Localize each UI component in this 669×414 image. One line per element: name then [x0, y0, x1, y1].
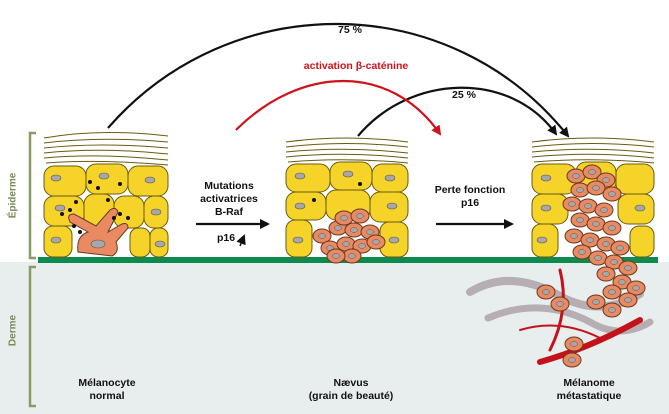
label-75-percent: 75 % [338, 24, 362, 36]
label-loss-p16: Perte fonction p16 [434, 184, 506, 209]
tumor-cell-nucleus [332, 253, 340, 259]
tumor-cell-nucleus [576, 217, 584, 223]
tumor-cell-nucleus [594, 255, 602, 261]
stratum-corneum [285, 137, 409, 164]
label-p16: p16 [216, 232, 236, 244]
tumor-cell-nucleus [608, 289, 616, 295]
arrow-75-percent [107, 22, 570, 138]
stage-naevus-label: Nævus (grain de beauté) [308, 377, 394, 402]
nuclei [536, 174, 646, 244]
tumor-cell-nucleus [350, 227, 358, 233]
dermis-label: Derme [7, 314, 19, 347]
tumor-cell-nucleus [334, 225, 342, 231]
p16-up-arrow [236, 234, 246, 247]
tumor-cell-nucleus [602, 241, 610, 247]
label-25-percent: 25 % [452, 89, 476, 101]
tumor-cell-nucleus [356, 213, 364, 219]
tumor-cell-nucleus [542, 289, 550, 295]
tumor-cell-nucleus [616, 245, 624, 251]
tumor-cell-nucleus [340, 215, 348, 221]
tumor-cell-nucleus [624, 297, 632, 303]
tumor-cell-nucleus [602, 271, 610, 277]
melanin-granules [60, 180, 130, 234]
tumor-cell-nucleus [568, 357, 576, 363]
epidermis-label: Épiderme [7, 172, 19, 219]
tumor-cell-nucleus [572, 173, 580, 179]
tumor-cell-nucleus [586, 237, 594, 243]
dermis-bracket [28, 265, 36, 408]
label-beta-catenin: activation β-caténine [303, 60, 409, 72]
stratum-corneum [531, 137, 655, 164]
tumor-cell-nucleus [608, 191, 616, 197]
tumor-cell-nucleus [556, 301, 564, 307]
tumor-cell-nucleus [610, 259, 618, 265]
stage-normal-label: Mélanocyte normal [78, 377, 136, 402]
tumor-cell-nucleus [568, 201, 576, 207]
tumor-cell-nucleus [584, 203, 592, 209]
tumor-cell-nucleus [570, 341, 578, 347]
stage-melanoma-label: Mélanome métastatique [556, 377, 622, 402]
tumor-cell-nucleus [608, 225, 616, 231]
naevus-skin-block [285, 137, 409, 264]
nuclei [292, 170, 400, 244]
melanocyte-normal [68, 207, 129, 257]
tumor-cell-nucleus [624, 265, 632, 271]
tumor-cell-nucleus [358, 243, 366, 249]
tumor-cell-nucleus [592, 221, 600, 227]
tumor-cell-nucleus [576, 187, 584, 193]
melanoma-cell-cluster [536, 164, 646, 368]
tumor-cell-nucleus [632, 285, 640, 291]
arrow-25-percent [357, 86, 558, 137]
melanin-granules [312, 182, 362, 202]
tumor-cell-nucleus [592, 185, 600, 191]
epidermis-bracket [28, 131, 36, 260]
tumor-cell-nucleus [570, 233, 578, 239]
normal-skin-block [43, 131, 169, 258]
tumor-cell-nucleus [342, 241, 350, 247]
tumor-cell-nucleus [600, 207, 608, 213]
naevus-cell-cluster [312, 208, 386, 264]
tumor-cell-nucleus [588, 169, 596, 175]
tumor-cell-nucleus [366, 229, 374, 235]
tumor-cell-nucleus [608, 307, 616, 313]
label-mutations: Mutations activatrices B-Raf [200, 180, 258, 218]
dermis-region [0, 262, 669, 414]
melanoma-skin-block [466, 137, 655, 368]
nuclei [50, 172, 166, 248]
tumor-cell-nucleus [318, 233, 326, 239]
tumor-cell-nucleus [602, 177, 610, 183]
tumor-cell-nucleus [618, 279, 626, 285]
tumor-cell-nucleus [348, 253, 356, 259]
stratum-corneum [43, 131, 169, 166]
tumor-cell-nucleus [578, 249, 586, 255]
arrow-beta-catenin [235, 80, 442, 136]
tumor-cell-nucleus [592, 299, 600, 305]
tumor-cell-nucleus [372, 239, 380, 245]
